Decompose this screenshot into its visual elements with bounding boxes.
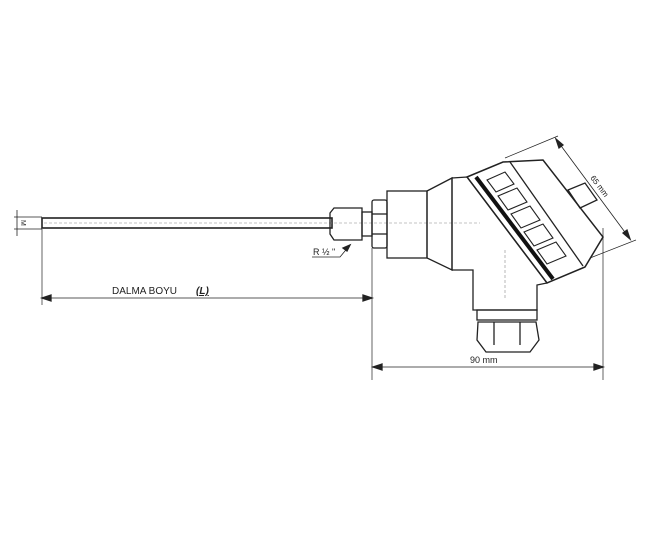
head-gasket [474,175,555,281]
arrow-L-left [39,294,52,302]
arrow-90-right [593,363,606,371]
arrow-90-left [370,363,383,371]
gland-nut [476,309,538,321]
head-tab [567,182,598,209]
arrow-65-bottom [621,228,632,242]
immersion-length-label: DALMA BOYU [112,286,177,297]
arrow-L-right [362,294,375,302]
width-label: 90 mm [470,355,498,365]
dim-65-ext [589,239,637,259]
probe-sheath [41,217,333,229]
dim-65-line [555,138,631,240]
head-ribs [486,171,567,265]
head-edge [509,161,584,267]
head-size-label: 65 mm [588,174,610,199]
arrow-65-top [554,136,565,150]
thread-arrow [341,243,352,252]
compression-fitting [329,207,363,241]
diameter-label: M [19,220,26,226]
immersion-symbol-label: (L) [196,286,209,297]
cable-gland [476,321,540,353]
thread-label: R ½ " [313,247,335,257]
dim-65-ext [504,135,559,159]
